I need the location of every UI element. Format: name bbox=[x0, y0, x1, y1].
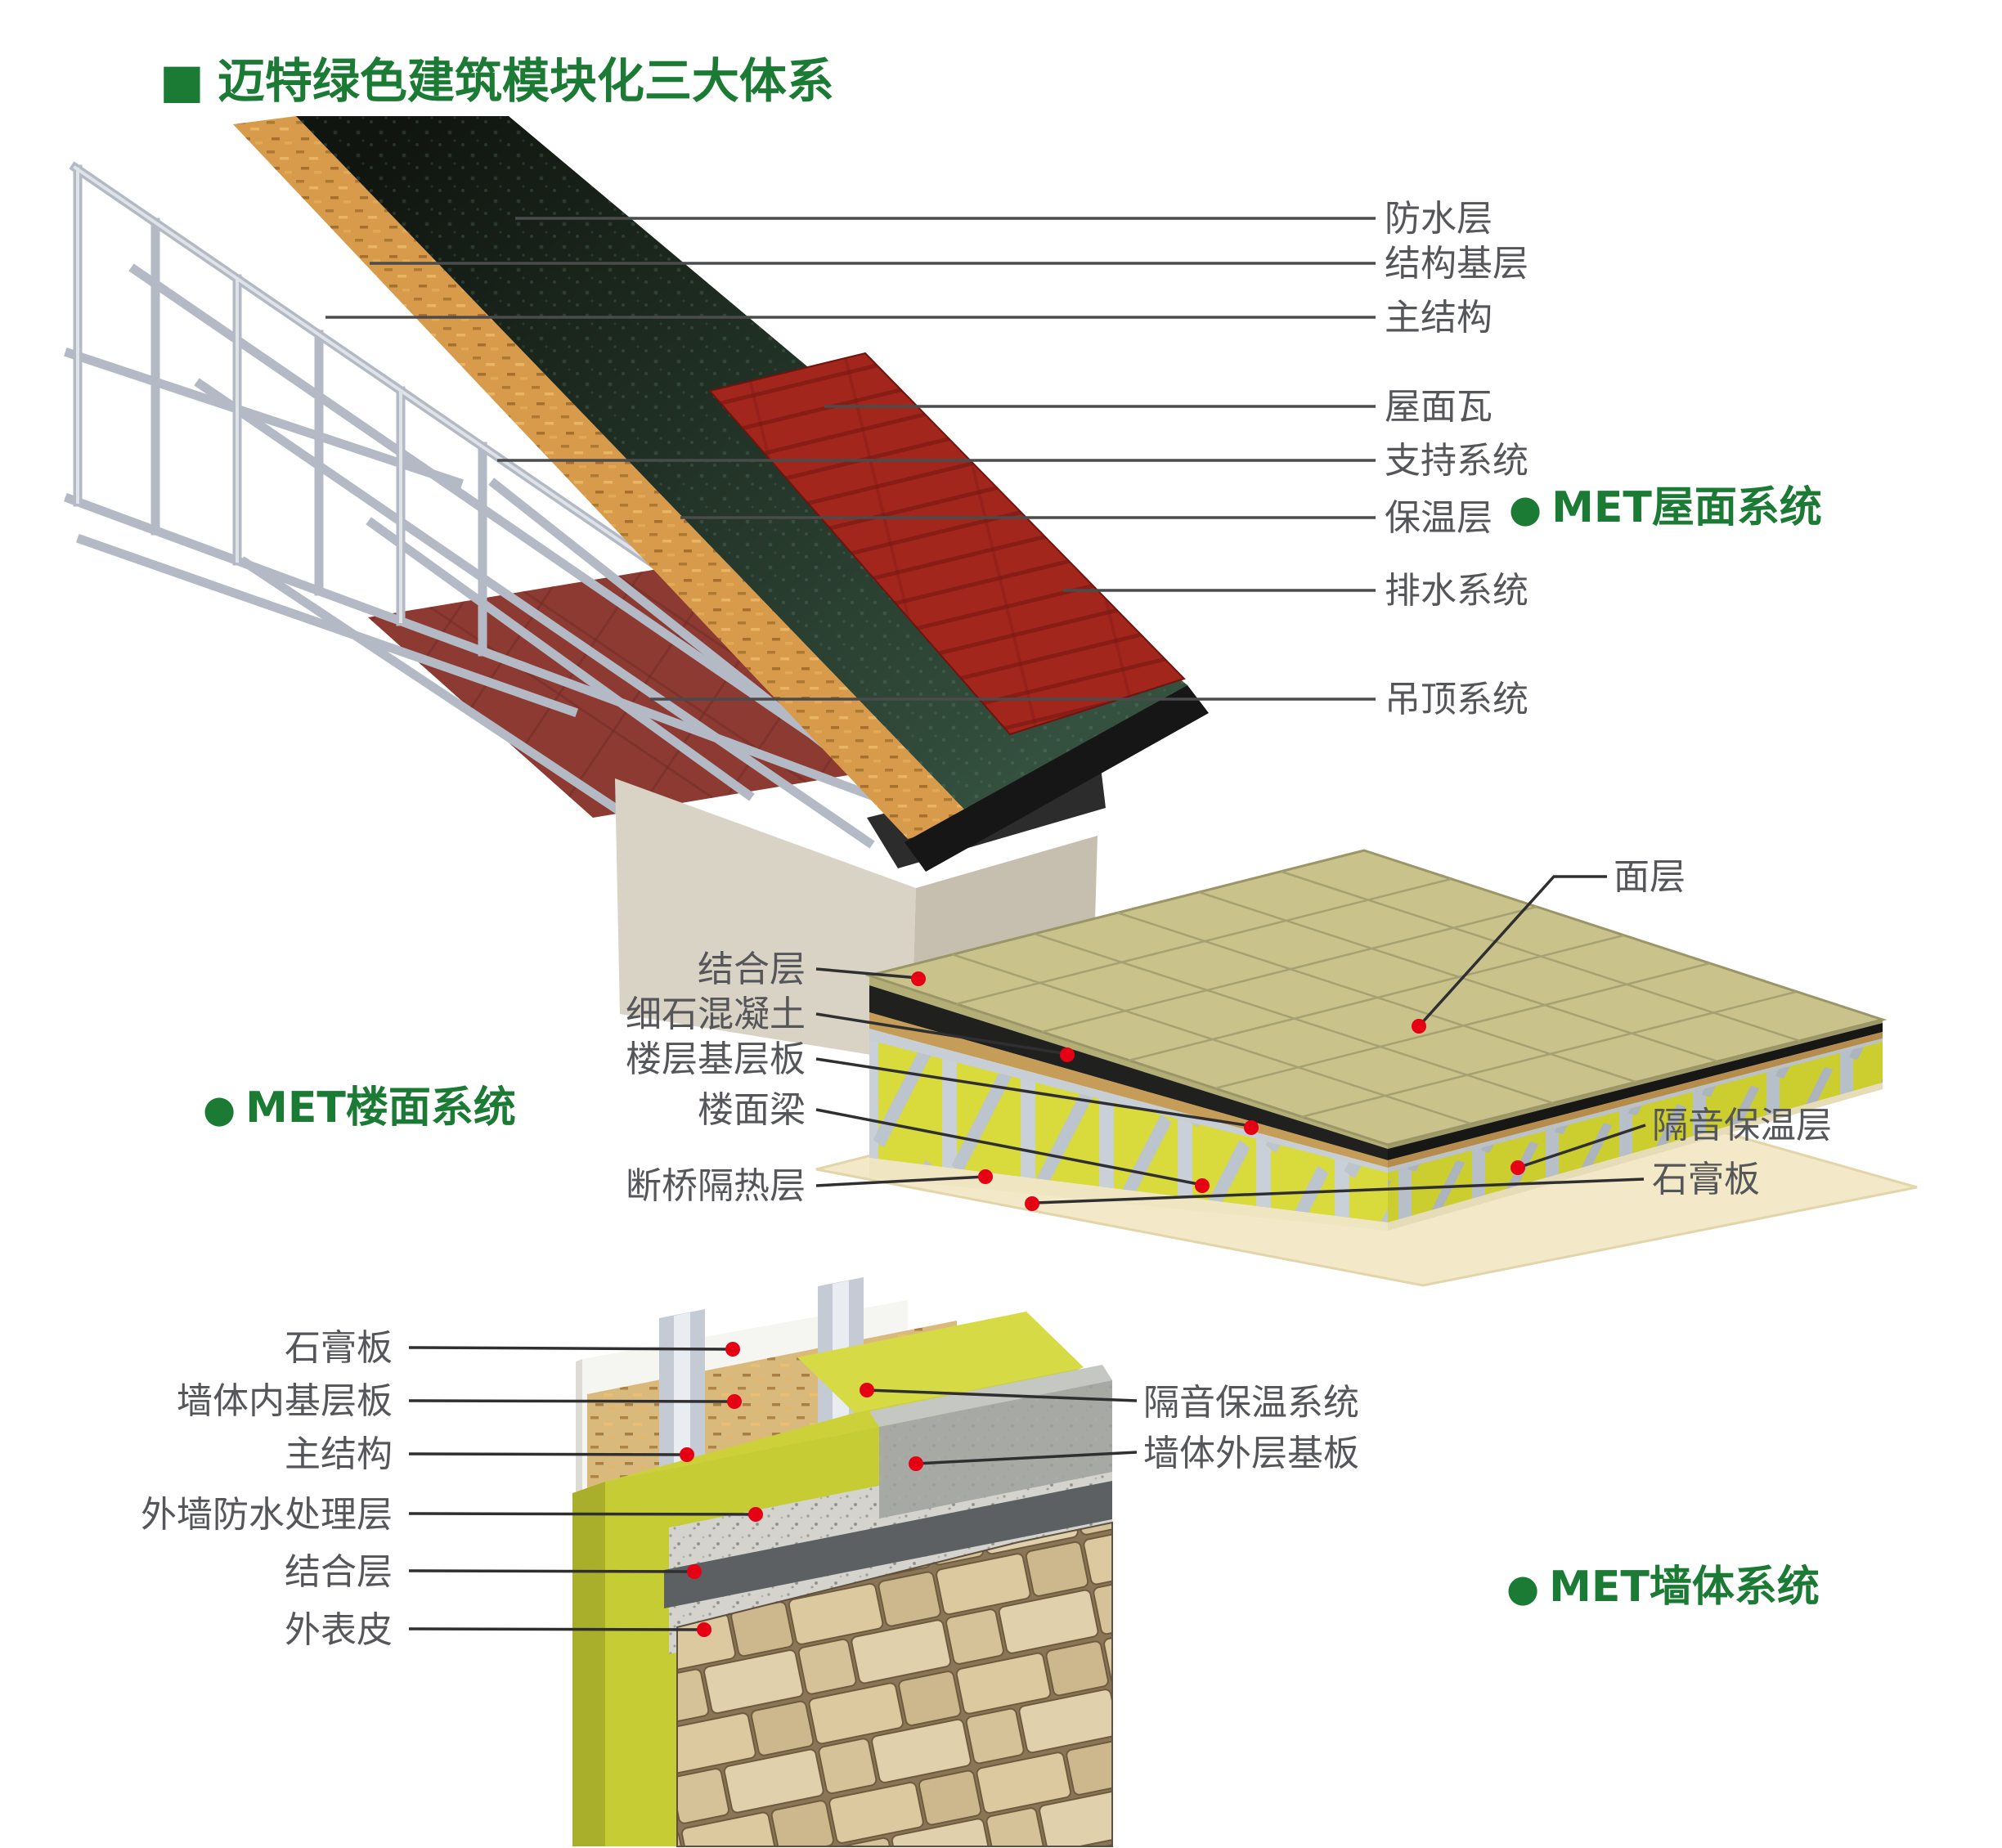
floor-system-label: ●MET楼面系统 bbox=[203, 1083, 516, 1133]
floor-leader-lines bbox=[815, 875, 1646, 1204]
floor-marker-dots bbox=[911, 971, 1525, 1211]
page-title: ■迈特绿色建筑模块化三大体系 bbox=[159, 43, 834, 111]
wall-marker-dots bbox=[680, 1342, 923, 1637]
wall-label-exterior-skin: 外表皮 bbox=[285, 1609, 393, 1651]
roof-label-support-system: 支持系统 bbox=[1385, 440, 1528, 482]
floor-tile-grid bbox=[951, 870, 1801, 1125]
wall-illustration bbox=[572, 1277, 1113, 1847]
title-text: 迈特绿色建筑模块化三大体系 bbox=[217, 53, 834, 109]
floor-label-floor-beam: 楼面梁 bbox=[698, 1089, 806, 1131]
roof-label-insulation-layer: 保温层 bbox=[1385, 497, 1493, 539]
wall-label-sound-insulation-system: 隔音保温系统 bbox=[1143, 1382, 1359, 1424]
floor-label-bonding-layer: 结合层 bbox=[698, 949, 806, 990]
wall-label-bonding-layer: 结合层 bbox=[285, 1551, 393, 1593]
roof-label-main-structure: 主结构 bbox=[1385, 297, 1493, 339]
roof-label-ceiling-system: 吊顶系统 bbox=[1385, 679, 1528, 720]
roof-label-drainage-system: 排水系统 bbox=[1385, 570, 1528, 612]
floor-label-surface-layer: 面层 bbox=[1614, 856, 1686, 898]
roof-leader-lines bbox=[325, 217, 1376, 701]
floor-system-bullet-icon: ● bbox=[203, 1087, 236, 1131]
floor-label-thermal-break-layer: 断桥隔热层 bbox=[626, 1165, 806, 1207]
roof-label-structural-base-layer: 结构基层 bbox=[1385, 243, 1528, 285]
wall-label-exterior-waterproof-layer: 外墙防水处理层 bbox=[141, 1494, 393, 1536]
wall-system-bullet-icon: ● bbox=[1506, 1566, 1540, 1610]
wall-system-label: ●MET墙体系统 bbox=[1506, 1563, 1820, 1612]
roof-illustration bbox=[63, 116, 1209, 1061]
wall-label-gypsum-board: 石膏板 bbox=[285, 1327, 393, 1369]
wall-leader-lines bbox=[408, 1346, 1138, 1631]
floor-label-fine-concrete: 细石混凝土 bbox=[626, 994, 806, 1035]
floor-label-floor-base-panel: 楼层基层板 bbox=[626, 1038, 806, 1080]
roof-label-waterproof-layer: 防水层 bbox=[1385, 198, 1493, 240]
wall-label-main-structure: 主结构 bbox=[285, 1433, 393, 1475]
roof-system-label: ●MET屋面系统 bbox=[1509, 483, 1822, 532]
floor-label-sound-insulation-layer: 隔音保温层 bbox=[1652, 1105, 1832, 1146]
roof-system-bullet-icon: ● bbox=[1509, 487, 1542, 531]
title-square-icon: ■ bbox=[159, 53, 204, 109]
roof-label-roof-tile: 屋面瓦 bbox=[1385, 386, 1493, 428]
floor-label-gypsum-board: 石膏板 bbox=[1652, 1159, 1760, 1200]
wall-label-inner-base-panel: 墙体内基层板 bbox=[177, 1380, 393, 1422]
wall-label-outer-base-panel: 墙体外层基板 bbox=[1143, 1433, 1359, 1474]
